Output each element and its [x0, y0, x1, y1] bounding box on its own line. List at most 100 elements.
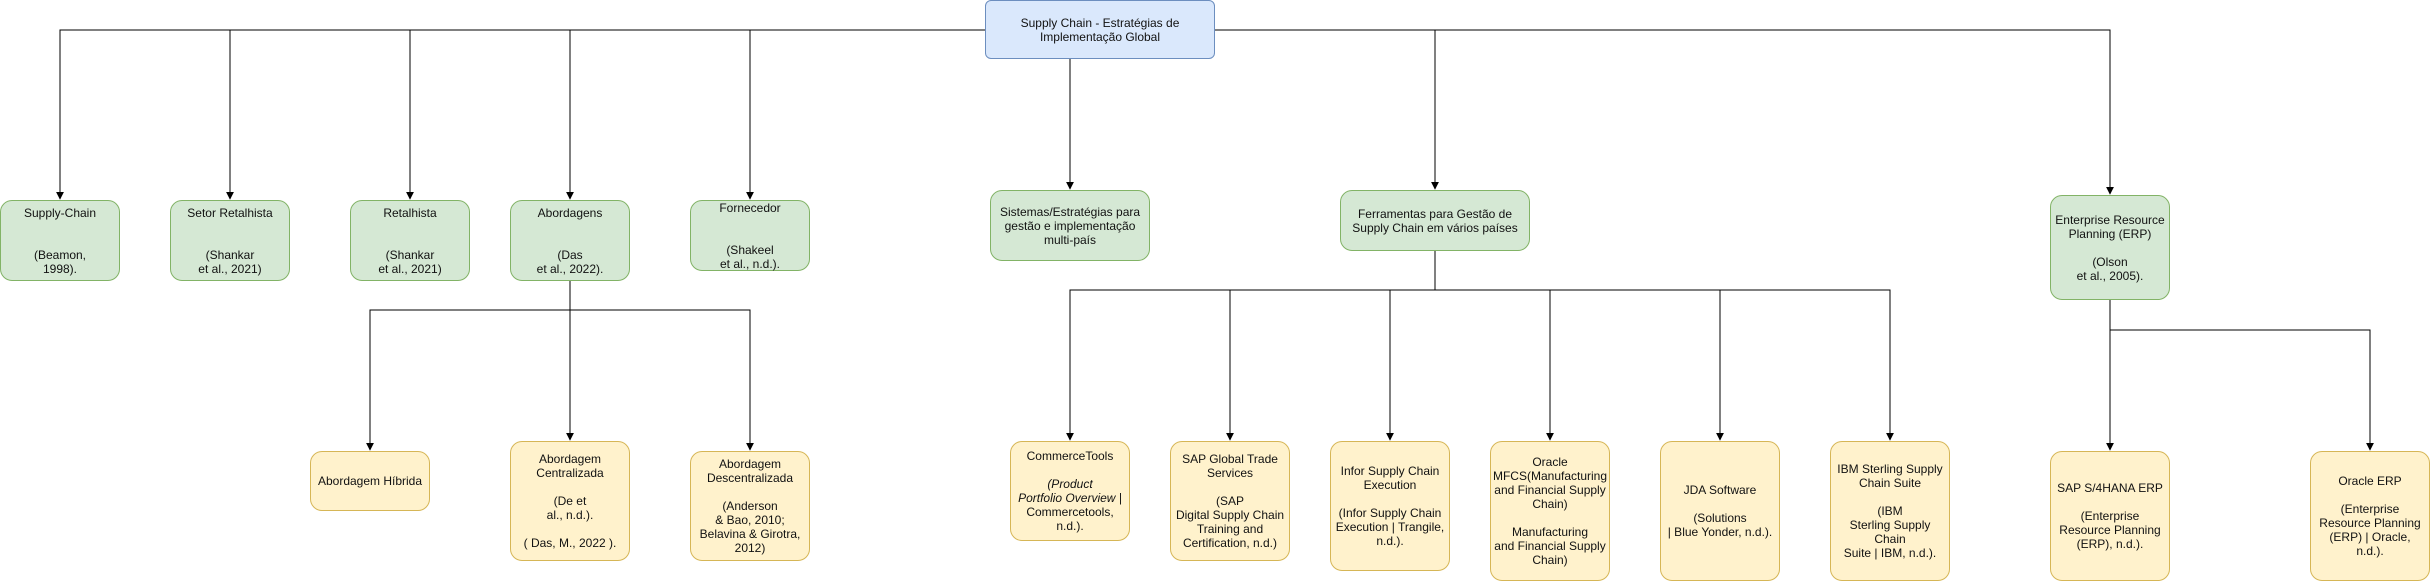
node-label-line: and Financial Supply	[1494, 483, 1606, 497]
node-label: Supply-Chain (Beamon,1998).	[24, 206, 96, 276]
node-label-line: et al., 2005).	[2076, 268, 2144, 283]
node-supply-chain[interactable]: Supply-Chain (Beamon,1998).	[0, 200, 120, 281]
node-label-line: Abordagem	[718, 457, 782, 471]
node-label-line: Chain Suite	[1858, 476, 1922, 490]
node-label-line: Planning (ERP)	[2068, 226, 2152, 241]
node-abordagem-hibrida[interactable]: Abordagem Híbrida	[310, 451, 430, 511]
node-label-line: Training and	[1196, 522, 1264, 536]
node-label-line: and Financial Supply	[1494, 539, 1606, 553]
node-label-line: (SAP	[1215, 494, 1244, 508]
node-label-line: Services	[1206, 466, 1253, 480]
node-label-line: & Bao, 2010;	[715, 513, 785, 527]
node-label-line: MFCS(Manufacturing	[1492, 469, 1608, 483]
edge-erp-oracle-erp	[2110, 329, 2374, 451]
node-label-line: (Shankar	[205, 247, 255, 262]
node-label-line: Implementação Global	[1039, 29, 1161, 44]
node-label-line: al., n.d.).	[546, 508, 594, 522]
node-label-line	[378, 234, 441, 248]
node-label-line: et al., 2021)	[378, 261, 442, 276]
node-label-line: (Olson	[2092, 254, 2128, 269]
node-label-line: 1998).	[42, 261, 77, 276]
node-label-line: Resource Planning	[2319, 516, 2421, 530]
node-label-line: Execution	[1363, 478, 1417, 492]
node-label-line: Descentralizada	[706, 471, 794, 485]
node-label-line: Commercetools,	[1026, 505, 1114, 519]
edge-ferramentas-ibm	[1435, 289, 1894, 441]
node-label-line: et al., 2021)	[198, 261, 262, 276]
node-label-line	[1018, 463, 1122, 477]
node-label-line: (Enterprise	[2080, 509, 2140, 523]
node-label-line	[1668, 497, 1773, 511]
node-label-line: Abordagem	[538, 452, 602, 466]
node-label-line: Sterling Supply Chain	[1849, 518, 1931, 546]
node-label-line: multi-país	[1043, 232, 1096, 247]
node-label-line	[2055, 241, 2164, 255]
node-label-line: Manufacturing	[1511, 525, 1589, 539]
edge-ferramentas-commercetools	[1066, 289, 1435, 441]
node-label-line	[378, 220, 441, 234]
node-label-line: Portfolio Overview |	[1018, 491, 1122, 505]
node-label-line: Supply-Chain	[23, 205, 97, 220]
edge-root-retalhista	[406, 29, 985, 200]
node-label-line	[24, 234, 96, 248]
node-label-line: Infor Supply Chain	[1340, 464, 1440, 478]
edge-ferramentas-jda	[1435, 289, 1724, 441]
node-label-line: SAP S/4HANA ERP	[2057, 481, 2163, 495]
node-label-line	[187, 220, 272, 234]
edge-root-setor-retalhista	[226, 29, 985, 200]
node-label-line: (De et	[553, 494, 587, 508]
node-label-line: Ferramentas para Gestão de	[1357, 206, 1513, 221]
node-label-line: (Infor Supply Chain	[1338, 506, 1442, 520]
node-label-line: Abordagem Híbrida	[317, 474, 423, 488]
node-label-line: Supply Chain - Estratégias de	[1020, 15, 1180, 30]
edge-root-fornecedor	[746, 29, 985, 200]
node-label-line	[1176, 480, 1284, 494]
node-label-line: Resource Planning	[2059, 523, 2161, 537]
node-label-line: Centralizada	[536, 466, 604, 480]
node-label-line	[719, 229, 780, 243]
node-label-line: n.d.).	[1056, 519, 1084, 533]
node-label-line: (Enterprise	[2340, 502, 2400, 516]
node-label-line: (Product	[1047, 477, 1093, 491]
node-label-line	[700, 485, 801, 499]
node-label-line: (Beamon,	[33, 247, 86, 262]
node-label-line: JDA Software	[1683, 483, 1757, 497]
node-jda-software[interactable]: JDA Software(Solutions| Blue Yonder, n.d…	[1660, 441, 1780, 581]
edge-ferramentas-oracle-mfcs	[1435, 289, 1554, 441]
node-label-line: (ERP) | Oracle, n.d.).	[2329, 530, 2411, 558]
node-label-line: Oracle	[1532, 455, 1568, 469]
node-label-line: Execution | Trangile,	[1335, 520, 1445, 534]
node-label-line: Digital Supply Chain	[1175, 508, 1285, 522]
node-label-line: Oracle ERP	[2338, 474, 2402, 488]
